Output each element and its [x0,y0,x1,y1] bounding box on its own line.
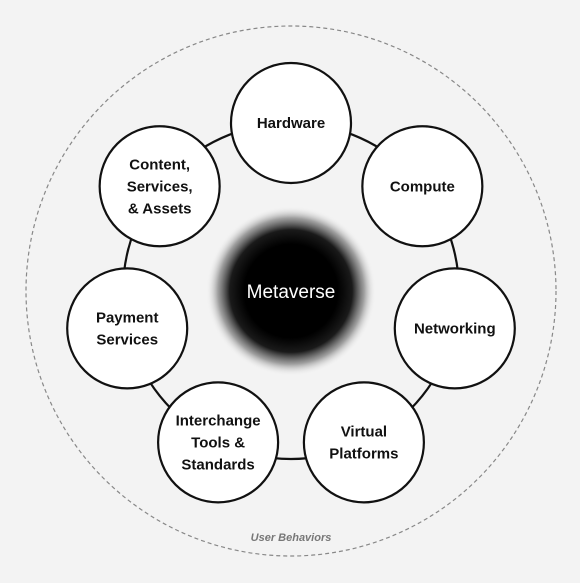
user-behaviors-label: User Behaviors [251,532,332,544]
node-circle-hardware [229,61,353,185]
node-label-content-services-assets-1: Content, [129,156,190,173]
node-label-payment-services-1: Payment [96,309,159,326]
user-behaviors-dashed-ring [25,25,557,557]
node-circle-networking [393,267,516,390]
node-label-interchange-tools-standards-2: Tools & [191,434,245,451]
node-label-networking-1: Networking [414,320,496,337]
node-label-content-services-assets-3: & Assets [128,200,192,217]
node-circle-compute [361,125,484,248]
node-content-services-assets: Content, Services, & Assets [98,125,221,248]
node-label-interchange-tools-standards-3: Standards [181,456,254,473]
node-circle-virtual-platforms [302,381,425,504]
node-circle-interchange-tools-standards [157,381,280,504]
node-circle-payment-services [66,267,189,390]
metaverse-label: Metaverse [247,282,336,303]
node-label-content-services-assets-2: Services, [127,178,193,195]
component-nodes: HardwareComputeNetworkingVirtualPlatform… [66,61,516,504]
node-networking: Networking [393,267,516,390]
node-label-payment-services-2: Services [96,331,158,348]
node-hardware: Hardware [229,61,353,185]
node-label-hardware-1: Hardware [257,115,325,132]
node-label-interchange-tools-standards-1: Interchange [176,412,261,429]
node-compute: Compute [361,125,484,248]
node-label-compute-1: Compute [390,178,455,195]
node-label-virtual-platforms-1: Virtual [341,423,387,440]
node-label-virtual-platforms-2: Platforms [329,445,398,462]
metaverse-core [206,206,376,376]
node-circle-content-services-assets [98,125,221,248]
